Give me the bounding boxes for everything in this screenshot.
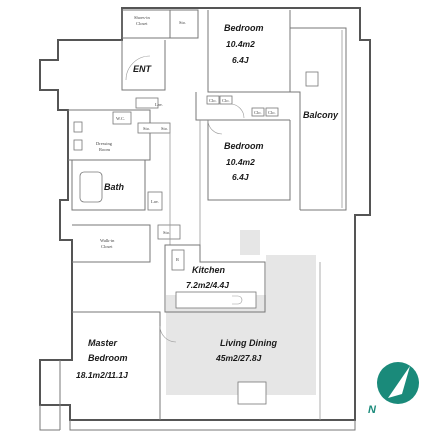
lavatory-top-label: Lav. xyxy=(155,102,163,107)
storage-lower xyxy=(157,224,181,240)
bedroom-2-area: 10.4m2 xyxy=(226,157,255,167)
master-bedroom-walls xyxy=(72,311,161,420)
closet-4 xyxy=(265,107,279,117)
closet-1-label: Clo. xyxy=(209,98,217,103)
refrigerator-label: R xyxy=(176,257,179,262)
shoes-in-closet-label-2: Closet xyxy=(136,21,148,26)
closet-2-label: Clo. xyxy=(222,98,230,103)
lavatory-top xyxy=(135,97,159,109)
dressing-room-label-2: Room xyxy=(99,147,111,152)
north-compass: N xyxy=(368,362,419,416)
master-bedroom-door xyxy=(159,325,177,343)
kitchen-walls xyxy=(164,244,266,313)
bedroom-lower-door xyxy=(207,119,223,135)
storage-top-label: Sto. xyxy=(179,20,186,25)
bedroom-1-area: 10.4m2 xyxy=(226,39,255,49)
closet-4-label: Clo. xyxy=(268,110,276,115)
kitchen-name: Kitchen xyxy=(192,265,226,275)
dressing-window-1 xyxy=(73,121,83,133)
shoes-in-closet-label-1: Shoes-in xyxy=(134,15,151,20)
kitchen-area: 7.2m2/4.4J xyxy=(186,280,229,290)
bedroom-2-mats: 6.4J xyxy=(232,172,249,182)
refrigerator xyxy=(171,249,185,271)
compass-disc-icon xyxy=(377,362,419,404)
bedroom-lower-walls xyxy=(207,120,291,201)
bedroom-2-name: Bedroom xyxy=(224,141,264,151)
corridor xyxy=(169,120,201,245)
living-cabinet xyxy=(237,381,267,405)
bathtub xyxy=(79,171,103,203)
storage-mid xyxy=(137,122,171,134)
bath-name: Bath xyxy=(104,182,125,192)
living-dining-name: Living Dining xyxy=(220,338,277,348)
entrance-name: ENT xyxy=(133,64,153,74)
lavatory-b-label: Lav. xyxy=(151,199,159,204)
master-bedroom-area: 18.1m2/11.1J xyxy=(76,370,128,380)
column-accent xyxy=(240,230,260,255)
closet-band xyxy=(195,92,290,121)
kitchen-sink xyxy=(232,295,243,305)
master-bedroom-name-line1: Master xyxy=(88,338,118,348)
closet-3-label: Clo. xyxy=(254,110,262,115)
kitchen-island xyxy=(175,291,257,309)
exterior-wall-south xyxy=(69,420,356,431)
lavatory-b xyxy=(147,191,163,211)
bedroom-1-mats: 6.4J xyxy=(232,55,249,65)
compass-label: N xyxy=(368,404,377,416)
living-dining-area: 45m2/27.8J xyxy=(215,353,262,363)
storage-top xyxy=(169,9,199,39)
master-bedroom-name-line2: Bedroom xyxy=(88,353,128,363)
wc-label: W.C. xyxy=(116,116,125,121)
balcony-unit xyxy=(305,71,319,87)
entrance-walls xyxy=(121,40,166,91)
storage-mid-label: Sto. xyxy=(143,126,150,131)
balcony-outline xyxy=(300,27,347,211)
wc-unit xyxy=(112,111,132,125)
dressing-room-label-1: Dressing xyxy=(96,141,113,146)
exterior-wall-southwest xyxy=(39,360,61,431)
bedroom-window-wall xyxy=(290,27,301,210)
bedroom-door-swing xyxy=(229,103,245,119)
storage-lower-label: Sto. xyxy=(163,230,170,235)
bath-walls xyxy=(71,160,146,211)
balcony-name: Balcony xyxy=(303,110,339,120)
storage-mid-label-2: Sto. xyxy=(161,126,168,131)
dressing-room-walls xyxy=(68,109,151,161)
walk-in-closet-label-2: Closet xyxy=(101,244,113,249)
dressing-window-2 xyxy=(73,139,83,151)
entrance-door-swing xyxy=(125,55,151,81)
walk-in-closet-walls xyxy=(72,224,151,263)
walk-in-closet-label-1: Walk-in xyxy=(100,238,115,243)
exterior-wall xyxy=(39,7,371,421)
bedroom-1-name: Bedroom xyxy=(224,23,264,33)
closet-2 xyxy=(219,95,233,105)
closet-1 xyxy=(206,95,220,105)
closet-3 xyxy=(251,107,265,117)
compass-needle-icon xyxy=(388,366,410,398)
